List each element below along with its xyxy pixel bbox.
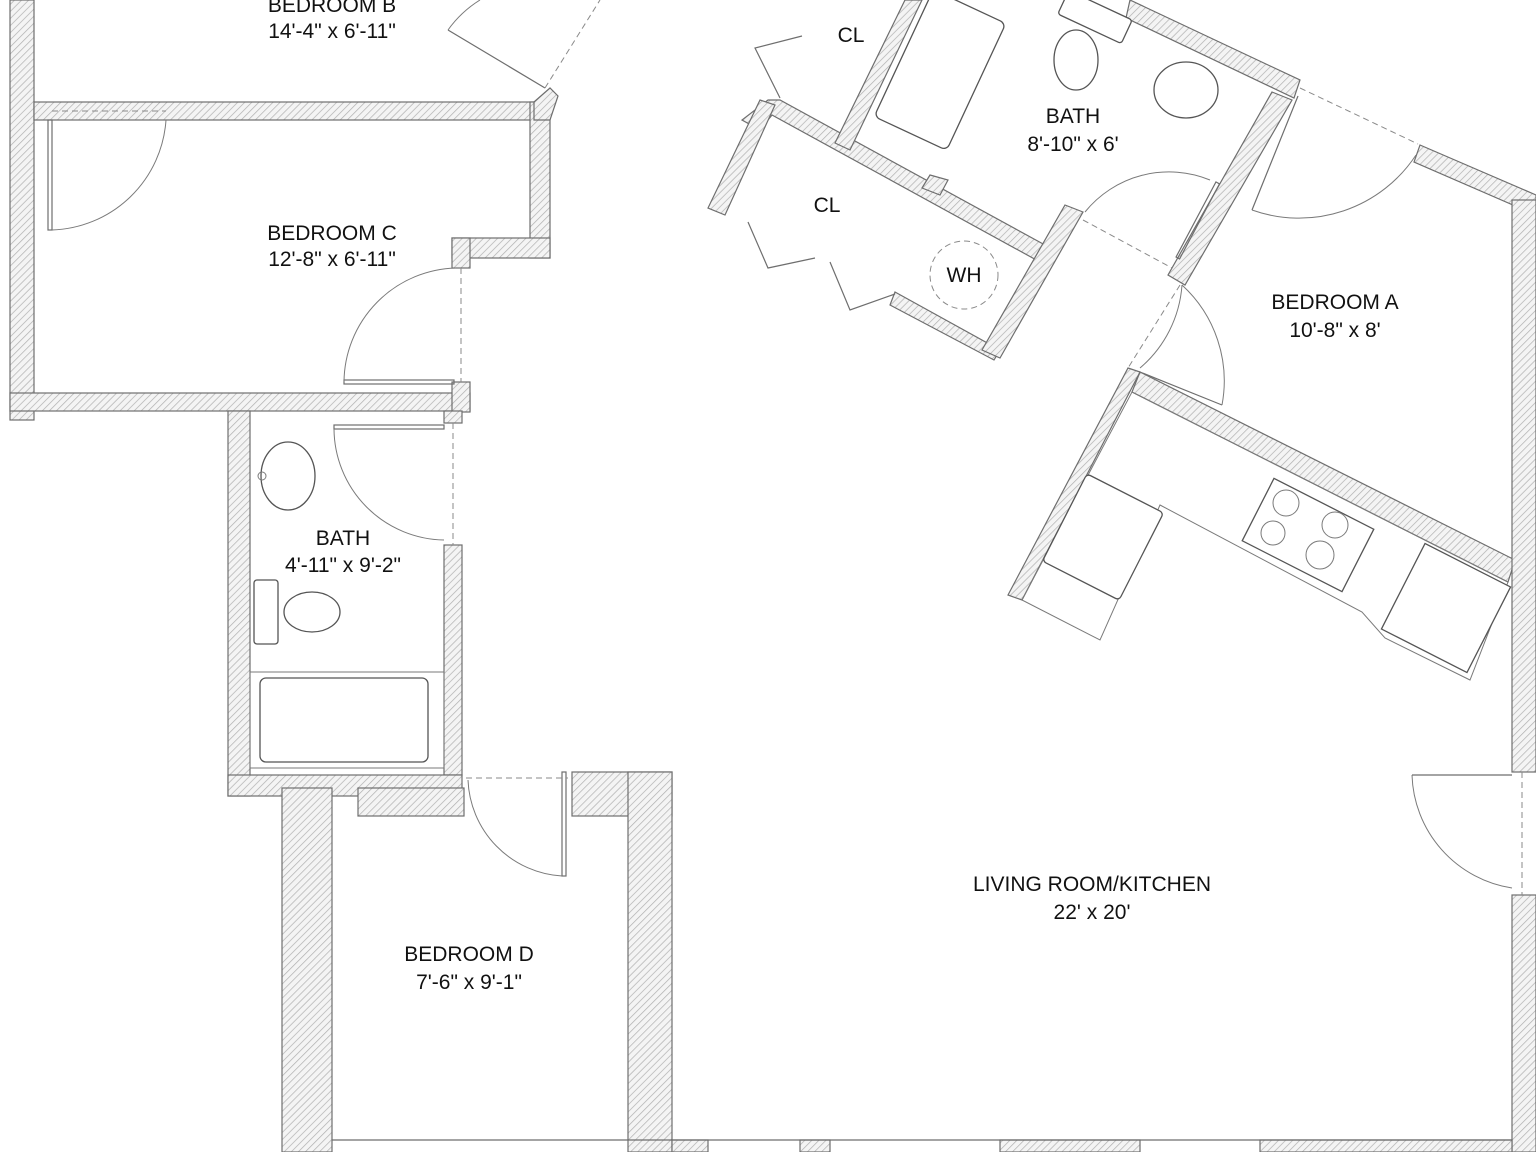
closet-top-name: CL [838,24,865,47]
wall-notch-vertical [451,237,471,269]
burner-1-icon [1272,489,1300,517]
wall-bedroom-c-bottom [9,392,471,412]
water-heater-label: WH [947,264,982,287]
outer-wall-left [9,0,35,421]
bedroom-c-size: 12'-8" x 6'-11" [268,248,396,271]
bedroom-a-size: 10'-8" x 8' [1289,319,1380,342]
outer-wall-bottom-b [799,1139,831,1152]
door-bedroom-a-swing [1139,284,1225,406]
toilet-left-bowl-icon [283,591,341,633]
closet-bottom-wall [889,291,1001,361]
door-bath-left-swing [333,428,445,541]
closet-top-bifold [754,35,803,99]
door-bedroom-b-swing [447,0,481,31]
door-bedroom-c-swing [51,119,167,231]
door-entry-swing [1411,774,1513,889]
bath-right-wall-east [1167,91,1293,286]
faucet-left-icon [257,471,267,481]
bedroom-a-north-wall [1413,144,1536,216]
wall-bedroom-c-right [529,101,551,259]
bathtub-left-icon [249,671,445,769]
left-wing-walls [9,0,559,421]
fixtures [249,0,1512,769]
door-bath-right-leaf [1175,181,1221,260]
doors [47,0,1523,895]
door-bath-right-opening [1082,219,1173,269]
bedroom-d-walls [281,771,673,1152]
toilet-right-tank-icon [1058,0,1132,44]
door-bedroom-b-leaf [447,29,546,89]
bedroom-d-size: 7'-6" x 9'-1" [416,971,522,994]
door-bedroom-a2-leaf [1251,95,1299,211]
wall-door-jamb-c [451,381,471,413]
living-name: LIVING ROOM/KITCHEN [973,873,1211,896]
door-bedroom-a-opening [1127,284,1181,369]
outer-wall-right [1511,199,1536,773]
bath-right-wall-north [1125,0,1301,99]
sink-left-icon [260,441,316,511]
closet-mid-name: CL [814,194,841,217]
room-labels: BEDROOM B 14'-4" x 6'-11" BEDROOM C 12'-… [267,0,1398,994]
door-bedroom-a-leaf [1139,371,1223,406]
outer-wall-bottom-c [999,1139,1141,1152]
door-bedroom-c2-leaf [343,379,455,385]
bedroom-c-name: BEDROOM C [267,222,397,245]
bedroom-b-size: 14'-4" x 6'-11" [268,20,396,43]
burner-2-icon [1321,511,1349,539]
door-bedroom-c2-swing [343,267,457,383]
bathtub-right-icon [875,0,1005,150]
living-size: 22' x 20' [1054,901,1131,924]
door-bedroom-b-opening [544,0,601,89]
bedroom-b-name: BEDROOM B [268,0,396,17]
bath-right-name: BATH [1046,105,1100,128]
door-bath-right-swing [1084,171,1211,213]
water-heater-icon [929,240,999,310]
burner-3-icon [1260,520,1286,546]
door-bath-left-leaf [333,424,445,430]
door-bedroom-d-leaf [561,771,567,877]
bath-right-wall-mid [921,174,949,196]
closet-upper-wall [740,99,1046,263]
refrigerator-icon [1380,542,1512,674]
closet-mid-bifold-b [829,261,896,311]
bath-left-size: 4'-11" x 9'-2" [285,554,401,577]
bath-left-wall-east-lower [443,544,463,776]
bath-right-size: 8'-10" x 6' [1027,133,1118,156]
sink-right-icon [1153,61,1219,119]
outer-wall-right-lower [1511,894,1536,1152]
outer-wall-bottom-a [671,1139,709,1152]
bedroom-d-name: BEDROOM D [404,943,534,966]
burner-4-icon [1305,540,1335,570]
cooktop-icon [1241,477,1375,593]
bathtub-left-basin-icon [259,677,429,763]
bath-right-wall-west [834,0,923,151]
bath-left-wall-west [227,410,251,797]
bedroom-a-name: BEDROOM A [1271,291,1398,314]
door-bedroom-a2-opening [1299,87,1419,145]
wall-bedroom-b-c [33,101,535,121]
toilet-left-tank-icon [253,579,279,645]
wall-bedroom-b-corner [533,87,559,121]
closet-mid-bifold-a [747,221,816,269]
exterior-right-bottom [332,199,1536,1152]
bedroom-d-wall-top-left [357,787,465,817]
bath-left-wall-east-upper [443,410,463,424]
outer-wall-bottom-d [1259,1139,1513,1152]
door-bedroom-c-leaf [47,119,53,231]
bath-left-name: BATH [316,527,370,550]
bedroom-d-wall-east [627,771,673,1152]
closet-left-wall [707,99,776,216]
upper-center-walls [707,0,1536,601]
door-bedroom-a2-swing [1251,154,1417,219]
kitchen-sink-icon [1043,474,1163,600]
door-bedroom-d-swing [467,779,563,877]
bedroom-d-wall-west [281,787,333,1152]
wh-closet-east-wall [981,204,1084,359]
toilet-right-bowl-icon [1053,29,1099,91]
